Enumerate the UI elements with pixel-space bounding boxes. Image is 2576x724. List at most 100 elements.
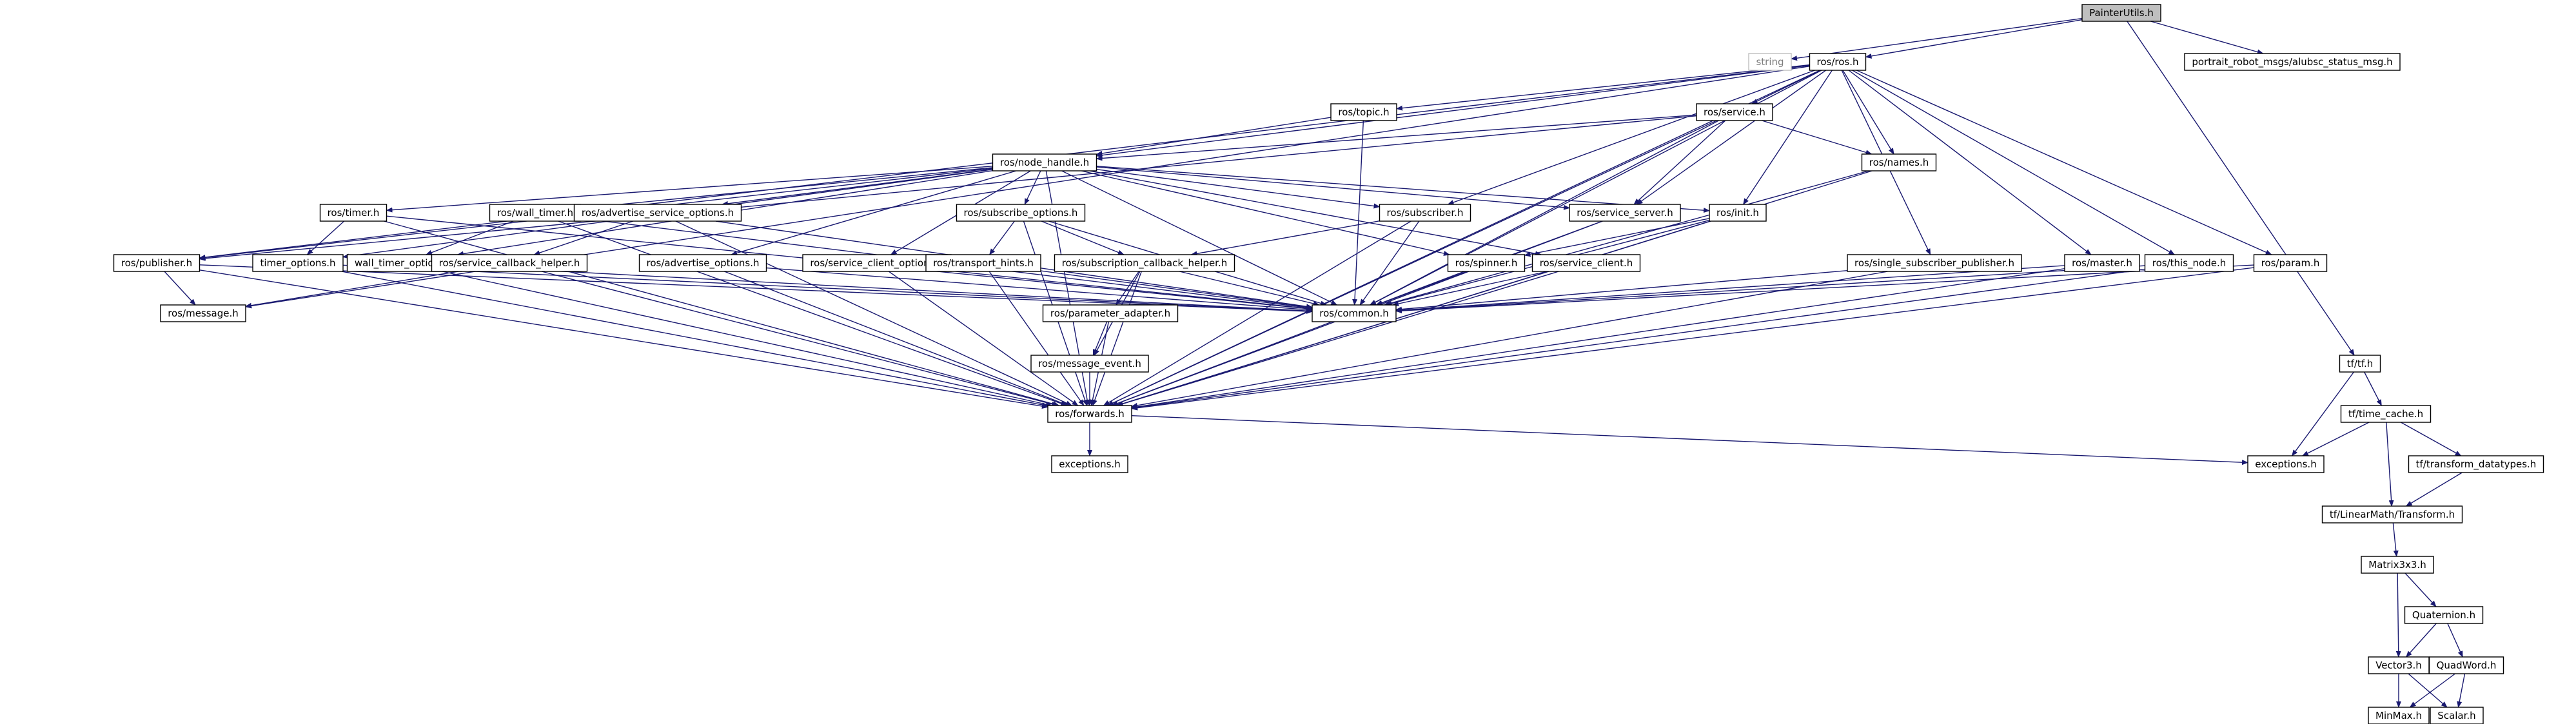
graph-node[interactable]: exceptions.h	[2247, 455, 2325, 473]
edge-line	[1848, 70, 2092, 255]
edge-line	[1103, 220, 1411, 406]
edge-line	[199, 269, 1048, 409]
dependency-edge	[1131, 271, 1888, 408]
dependency-edge	[731, 170, 1017, 256]
graph-node[interactable]: ros/subscribe_options.h	[956, 204, 1086, 222]
graph-node[interactable]: ros/init.h	[1709, 204, 1767, 222]
node-label: exceptions.h	[1059, 458, 1120, 470]
graph-node[interactable]: ros/publisher.h	[113, 254, 201, 272]
edge-line	[2301, 422, 2370, 456]
node-box	[1531, 254, 1641, 272]
graph-node[interactable]: ros/subscription_callback_helper.h	[1054, 254, 1235, 272]
graph-node[interactable]: ros/common.h	[1312, 304, 1397, 322]
graph-node[interactable]: portrait_robot_msgs/alubsc_status_msg.h	[2184, 53, 2401, 71]
edge-line	[1131, 271, 1888, 408]
dependency-edge	[386, 166, 993, 213]
dependency-edge	[1762, 120, 1873, 155]
dependency-edge	[342, 264, 1313, 314]
dependency-edge	[1089, 170, 1542, 257]
dependency-edge	[1848, 70, 2092, 255]
node-box	[1054, 254, 1235, 272]
edge-line	[2409, 673, 2455, 708]
graph-node[interactable]: ros/spinner.h	[1447, 254, 1526, 272]
edge-line	[766, 267, 1313, 313]
dependency-edge	[1375, 271, 1465, 306]
node-box	[252, 254, 344, 272]
graph-node[interactable]: MinMax.h	[2368, 707, 2430, 724]
graph-node[interactable]: ros/transport_hints.h	[925, 254, 1041, 272]
edge-line	[722, 168, 993, 206]
graph-node[interactable]: timer_options.h	[252, 254, 344, 272]
graph-node[interactable]: tf/time_cache.h	[2340, 405, 2432, 423]
edge-line	[1096, 168, 1381, 209]
graph-node[interactable]: ros/parameter_adapter.h	[1042, 304, 1179, 322]
dependency-edge	[1369, 120, 1719, 306]
edge-line	[1395, 265, 2145, 313]
node-box	[1047, 405, 1132, 423]
node-label: ros/service.h	[1704, 106, 1765, 118]
node-label: ros/service_client.h	[1540, 257, 1633, 269]
graph-node[interactable]: ros/service_client.h	[1531, 254, 1641, 272]
node-box	[2408, 455, 2544, 473]
graph-node[interactable]: tf/transform_datatypes.h	[2408, 455, 2544, 473]
edge-line	[989, 220, 1015, 255]
edge-line	[1096, 166, 1570, 210]
graph-node[interactable]: ros/message.h	[160, 304, 246, 322]
node-box	[1847, 254, 2022, 272]
graph-node[interactable]: ros/node_handle.h	[992, 153, 1097, 171]
node-box	[2340, 405, 2432, 423]
graph-node[interactable]: Matrix3x3.h	[2361, 556, 2434, 574]
node-box	[319, 204, 388, 222]
graph-node[interactable]: ros/advertise_options.h	[638, 254, 767, 272]
graph-node[interactable]: PainterUtils.h	[2081, 4, 2161, 22]
node-label: Vector3.h	[2375, 660, 2422, 671]
node-label: ros/init.h	[1716, 207, 1759, 219]
dependency-edge	[1179, 271, 1320, 306]
dependency-edge	[199, 264, 1313, 314]
dependency-edge	[461, 265, 1313, 314]
node-box	[1748, 53, 1792, 71]
dependency-edge	[558, 220, 1068, 406]
node-label: ros/transport_hints.h	[933, 257, 1034, 269]
graph-node[interactable]: ros/service_server.h	[1569, 204, 1681, 222]
graph-node[interactable]: ros/names.h	[1861, 153, 1937, 171]
dependency-edge	[245, 271, 458, 308]
graph-node[interactable]: tf/tf.h	[2339, 355, 2381, 373]
node-label: ros/master.h	[2072, 257, 2132, 269]
edge-line	[442, 271, 1052, 407]
node-box	[2184, 53, 2401, 71]
graph-node[interactable]: ros/message_event.h	[1030, 355, 1149, 373]
graph-node[interactable]: QuadWord.h	[2428, 656, 2504, 674]
graph-node[interactable]: ros/master.h	[2064, 254, 2140, 272]
graph-node[interactable]: Scalar.h	[2430, 707, 2484, 724]
graph-node[interactable]: Quaternion.h	[2404, 606, 2484, 624]
graph-node[interactable]: ros/timer.h	[319, 204, 388, 222]
node-label: tf/time_cache.h	[2348, 408, 2423, 420]
graph-node[interactable]: ros/ros.h	[1809, 53, 1867, 71]
dependency-edge	[950, 270, 1313, 311]
graph-node[interactable]: ros/subscriber.h	[1379, 204, 1471, 222]
graph-node[interactable]: Vector3.h	[2368, 656, 2430, 674]
edge-line	[2364, 371, 2382, 406]
dependency-edge	[1842, 70, 1894, 155]
dependency-edge	[1131, 415, 2248, 465]
dependency-edge	[1096, 168, 1381, 209]
graph-node[interactable]: ros/service.h	[1696, 103, 1773, 121]
edge-line	[1092, 321, 1108, 356]
graph-node[interactable]: ros/single_subscriber_publisher.h	[1847, 254, 2022, 272]
graph-node[interactable]: ros/this_node.h	[2144, 254, 2234, 272]
dependency-edge	[1743, 70, 1833, 205]
graph-node[interactable]: ros/topic.h	[1330, 103, 1397, 121]
edge-line	[1116, 271, 1559, 407]
graph-node[interactable]: ros/forwards.h	[1047, 405, 1132, 423]
node-label: timer_options.h	[260, 257, 335, 269]
edge-line	[1040, 270, 1313, 309]
graph-node[interactable]: ros/advertise_service_options.h	[573, 204, 742, 222]
graph-node[interactable]: tf/LinearMath/Transform.h	[2321, 505, 2463, 523]
graph-node[interactable]: exceptions.h	[1051, 455, 1128, 473]
graph-node[interactable]: ros/service_callback_helper.h	[431, 254, 588, 272]
graph-node[interactable]: ros/param.h	[2253, 254, 2328, 272]
graph-node[interactable]: ros/wall_timer.h	[489, 204, 582, 222]
node-label: PainterUtils.h	[2089, 7, 2154, 19]
